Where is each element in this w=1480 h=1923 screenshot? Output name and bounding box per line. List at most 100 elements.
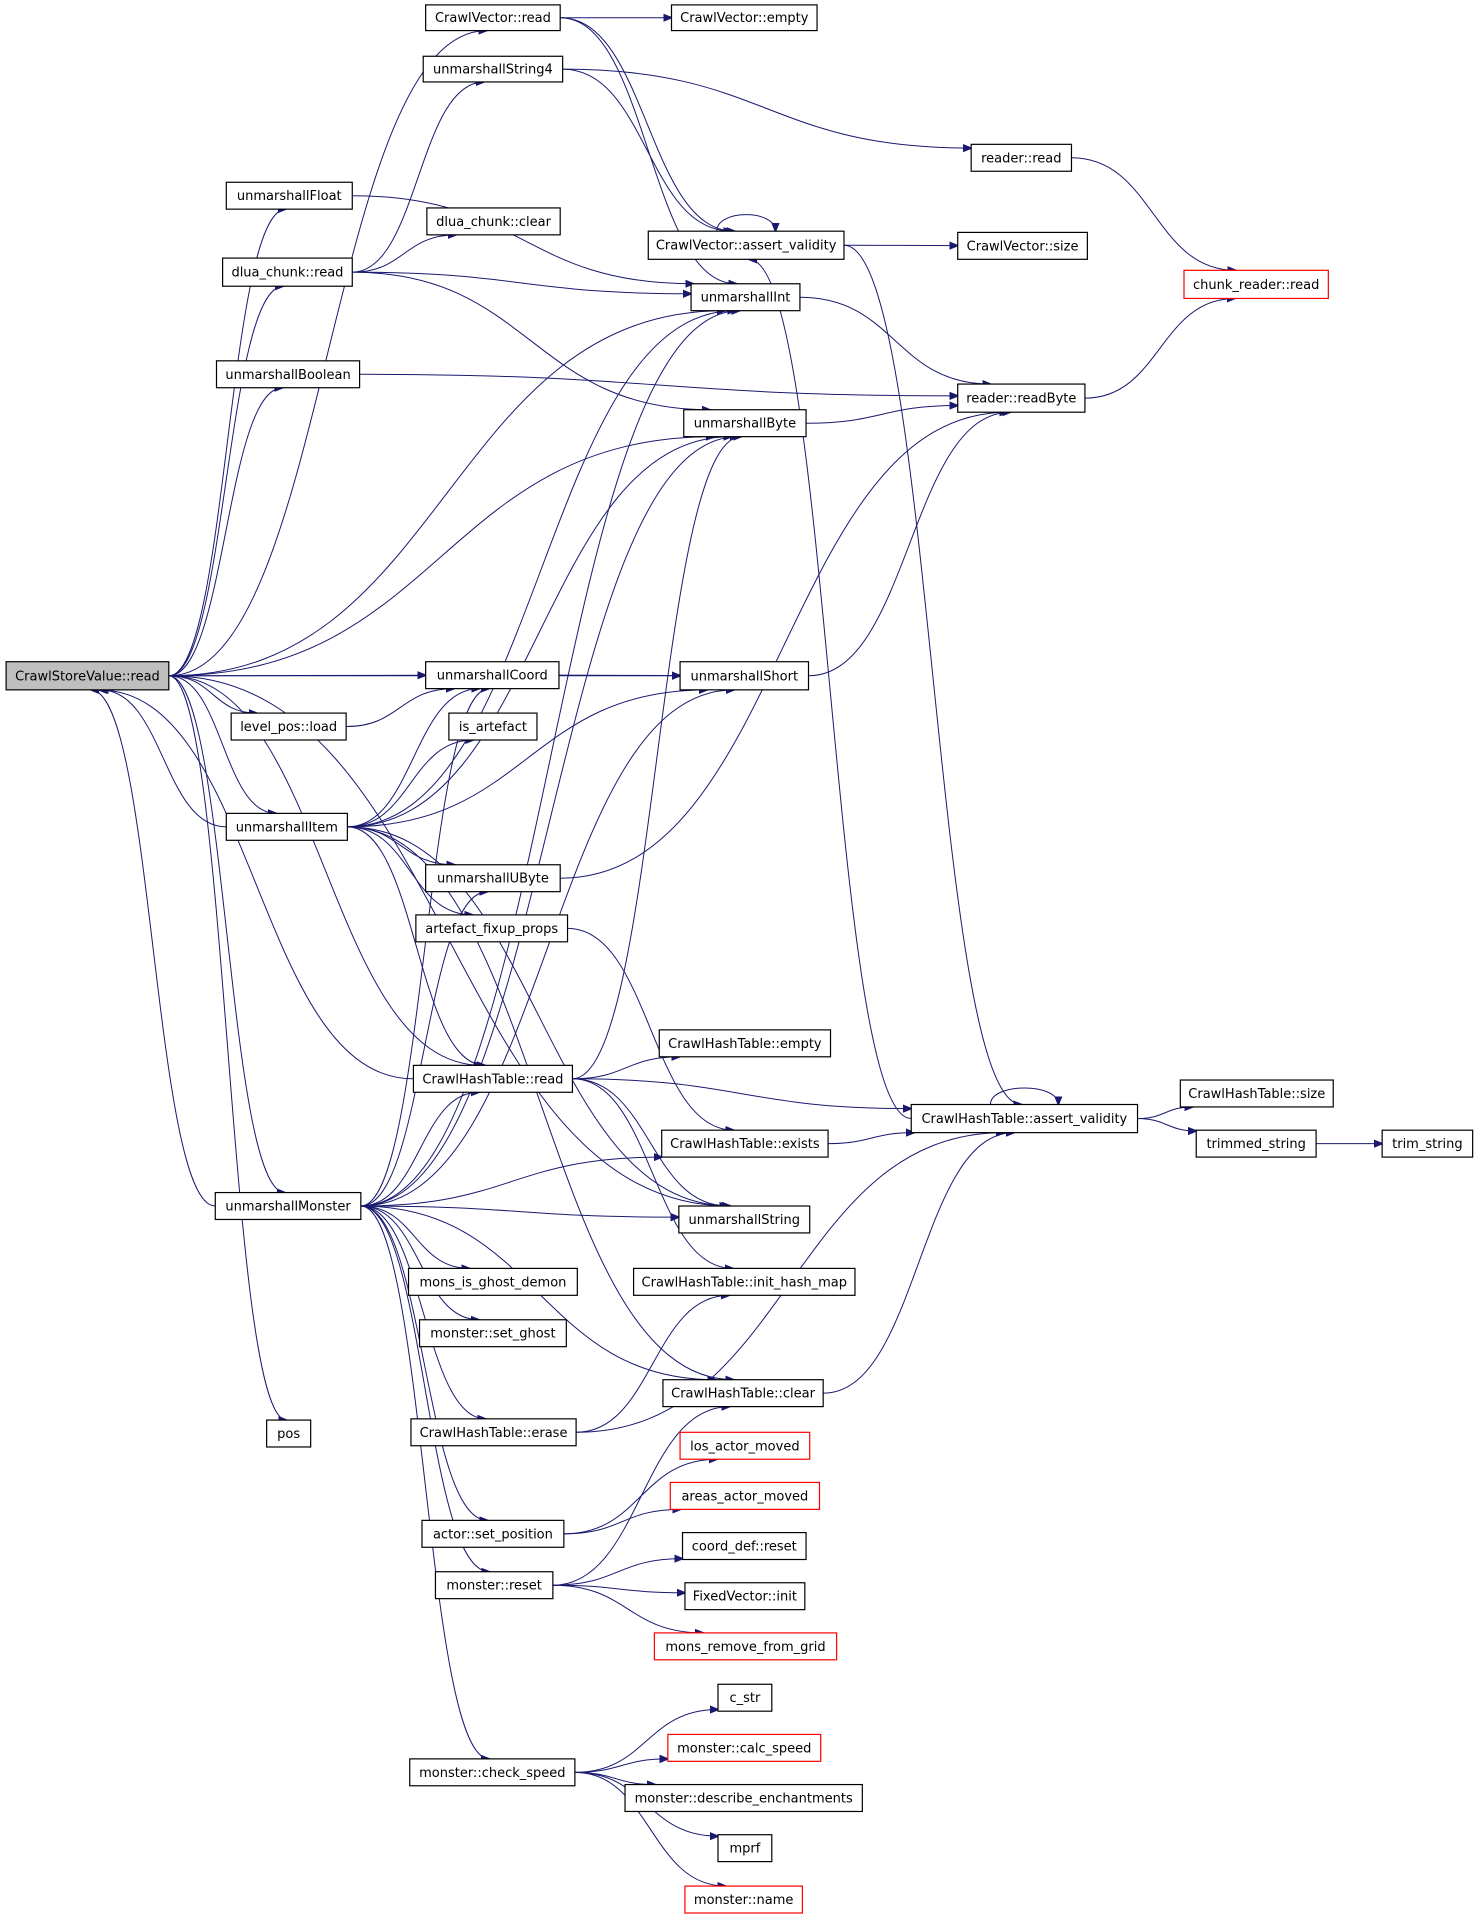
node-box (669, 1481, 821, 1510)
node-fixedvector-init[interactable]: FixedVector::init (684, 1582, 806, 1611)
edge-mreset-to-coord_reset (552, 1559, 683, 1586)
node-box (679, 661, 810, 691)
edge-uitem-to-ubyte (347, 437, 731, 828)
node-unmarshallstring4[interactable]: unmarshallString4 (422, 55, 564, 83)
edge-ht_clear-to-ht_av (823, 1133, 1014, 1394)
edge-root-to-uitem (168, 675, 277, 814)
node-crawlvector-assert-validity[interactable]: CrawlVector::assert_validity (647, 230, 845, 260)
node-reader-readbyte[interactable]: reader::readByte (957, 383, 1086, 413)
node-crawlhashtable-exists[interactable]: CrawlHashTable::exists (661, 1129, 829, 1158)
node-box (957, 231, 1088, 260)
node-label: dlua_chunk::clear (436, 215, 551, 230)
node-label: dlua_chunk::read (231, 266, 343, 281)
node-box (410, 1418, 577, 1447)
node-crawlhashtable-read[interactable]: CrawlHashTable::read (412, 1064, 574, 1093)
node-unmarshallboolean[interactable]: unmarshallBoolean (215, 360, 361, 389)
node-level-pos-load[interactable]: level_pos::load (230, 712, 347, 741)
node-dlua-chunk-read[interactable]: dlua_chunk::read (222, 257, 353, 287)
node-label: CrawlHashTable::size (1188, 1087, 1325, 1102)
edge-dlua_read-to-us4 (352, 82, 484, 273)
node-unmarshallmonster[interactable]: unmarshallMonster (214, 1191, 362, 1221)
node-crawlstorevalue-read[interactable]: CrawlStoreValue::read (5, 661, 170, 691)
node-los-actor-moved[interactable]: los_actor_moved (679, 1431, 811, 1460)
node-trim-string[interactable]: trim_string (1381, 1129, 1474, 1158)
node-box (214, 1191, 362, 1221)
node-monster-set-ghost[interactable]: monster::set_ghost (418, 1319, 567, 1348)
node-crawlhashtable-erase[interactable]: CrawlHashTable::erase (410, 1418, 577, 1447)
node-monster-describe-enchantments[interactable]: monster::describe_enchantments (624, 1783, 863, 1813)
node-label: monster::check_speed (419, 1766, 565, 1781)
node-mons-remove-from-grid[interactable]: mons_remove_from_grid (653, 1632, 838, 1661)
node-label: CrawlVector::empty (680, 11, 809, 26)
node-label: CrawlHashTable::init_hash_map (642, 1275, 847, 1290)
edge-ht_read-to-ustr (572, 1078, 727, 1206)
node-areas-actor-moved[interactable]: areas_actor_moved (669, 1481, 821, 1510)
node-crawlhashtable-empty[interactable]: CrawlHashTable::empty (658, 1029, 832, 1058)
node-crawlhashtable-size[interactable]: CrawlHashTable::size (1179, 1079, 1334, 1108)
edge-umon-to-ht_exists (360, 1157, 662, 1207)
node-monster-reset[interactable]: monster::reset (434, 1571, 554, 1600)
node-is-artefact[interactable]: is_artefact (448, 712, 538, 741)
node-label: unmarshallMonster (225, 1200, 351, 1215)
node-label: c_str (729, 1691, 761, 1706)
node-crawlhashtable-clear[interactable]: CrawlHashTable::clear (662, 1379, 824, 1408)
node-unmarshallubyte[interactable]: unmarshallUByte (425, 864, 561, 893)
node-crawlvector-size[interactable]: CrawlVector::size (957, 231, 1088, 260)
node-label: chunk_reader::read (1193, 278, 1319, 293)
node-artefact-fixup-props[interactable]: artefact_fixup_props (415, 914, 569, 943)
node-box (647, 230, 845, 260)
node-dlua-chunk-clear[interactable]: dlua_chunk::clear (426, 207, 561, 236)
edge-lp_load-to-ucoord (346, 689, 454, 728)
node-actor-set-position[interactable]: actor::set_position (421, 1519, 565, 1548)
edge-uitem-to-ustr (347, 826, 730, 1206)
node-label: pos (277, 1427, 300, 1442)
edge-reader_read-to-chunk_read (1071, 157, 1235, 271)
node-unmarshallfloat[interactable]: unmarshallFloat (225, 181, 353, 210)
node-unmarshallbyte[interactable]: unmarshallByte (683, 409, 807, 438)
edge-check_speed-to-describe (574, 1771, 655, 1784)
node-unmarshallint[interactable]: unmarshallInt (690, 283, 801, 312)
edge-art_fix-to-ht_exists (567, 927, 734, 1130)
node-crawlvector-read[interactable]: CrawlVector::read (425, 4, 561, 32)
edge-umon-to-ushort (360, 690, 734, 1207)
node-trimmed-string[interactable]: trimmed_string (1195, 1129, 1317, 1158)
node-unmarshallitem[interactable]: unmarshallItem (225, 812, 348, 841)
edge-cv_read-to-uint (560, 17, 736, 284)
node-unmarshallstring[interactable]: unmarshallString (678, 1205, 811, 1234)
node-coord-def-reset[interactable]: coord_def::reset (681, 1531, 807, 1561)
node-box (684, 1885, 803, 1914)
node-box (415, 914, 569, 943)
node-mons-is-ghost-demon[interactable]: mons_is_ghost_demon (407, 1267, 578, 1296)
node-monster-calc-speed[interactable]: monster::calc_speed (667, 1733, 822, 1762)
node-monster-check-speed[interactable]: monster::check_speed (409, 1758, 576, 1787)
node-label: CrawlStoreValue::read (15, 669, 160, 684)
node-c-str[interactable]: c_str (717, 1683, 773, 1712)
node-crawlhashtable-assert-validity[interactable]: CrawlHashTable::assert_validity (910, 1103, 1139, 1134)
node-unmarshallcoord[interactable]: unmarshallCoord (425, 661, 560, 690)
edge-uubyte-to-readbyte (560, 412, 1008, 879)
node-label: unmarshallBoolean (225, 368, 350, 383)
node-label: CrawlHashTable::read (422, 1072, 563, 1087)
edge-umon-to-check_speed (360, 1205, 489, 1759)
node-reader-read[interactable]: reader::read (970, 143, 1073, 172)
edge-ht_read-to-ht_av (572, 1078, 911, 1109)
edge-uitem-to-is_art (347, 740, 473, 828)
node-monster-name[interactable]: monster::name (684, 1885, 803, 1914)
node-box (425, 4, 561, 32)
node-label: artefact_fixup_props (425, 922, 558, 937)
node-label: trimmed_string (1206, 1137, 1305, 1152)
edge-root-to-lp_load (168, 675, 257, 713)
node-chunk-reader-read[interactable]: chunk_reader::read (1183, 269, 1329, 300)
node-box (667, 1733, 822, 1762)
node-crawlvector-empty[interactable]: CrawlVector::empty (670, 4, 818, 32)
node-crawlhashtable-init-hash-map[interactable]: CrawlHashTable::init_hash_map (632, 1267, 856, 1296)
node-label: unmarshallFloat (237, 189, 342, 204)
node-pos[interactable]: pos (266, 1419, 312, 1448)
node-unmarshallshort[interactable]: unmarshallShort (679, 661, 810, 691)
node-box (448, 712, 538, 741)
node-mprf[interactable]: mprf (717, 1834, 773, 1863)
node-label: level_pos::load (240, 720, 337, 735)
node-label: los_actor_moved (690, 1439, 799, 1454)
node-box (661, 1129, 829, 1158)
